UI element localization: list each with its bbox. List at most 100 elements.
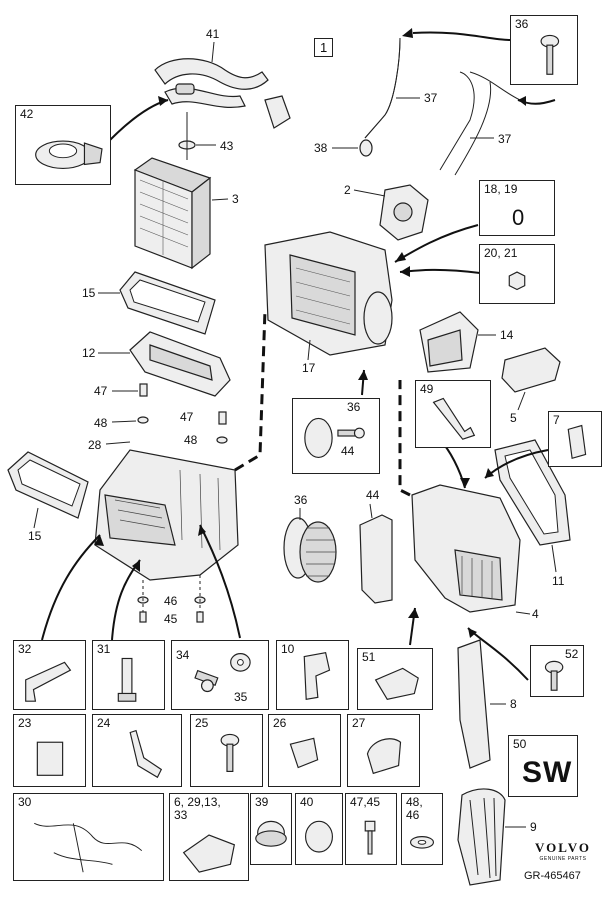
callout-41: 41	[206, 27, 220, 41]
box-30: 30	[13, 793, 164, 881]
box-44-label: 44	[341, 444, 355, 458]
evaporator-housing-17	[264, 231, 393, 356]
washer-48a	[137, 416, 149, 424]
box-51: 51	[357, 648, 433, 710]
box-6-29-13-33-label: 6, 29,13, 33	[174, 795, 221, 822]
box-49-label: 49	[420, 382, 434, 396]
box-31-label: 31	[97, 642, 111, 656]
clip-26-icon	[289, 737, 319, 769]
box-36-44: 36 44	[292, 398, 380, 474]
box-52-label: 52	[565, 647, 579, 661]
box-34-35: 34 35	[171, 640, 269, 710]
assembly-line-b	[398, 380, 411, 497]
clip-23-icon	[36, 741, 64, 776]
callout-43: 43	[220, 139, 234, 153]
box-51-label: 51	[362, 650, 376, 664]
callout-2: 2	[344, 183, 351, 197]
bracket-32-icon	[25, 661, 72, 702]
washer-48b	[216, 436, 228, 444]
box-31: 31	[92, 640, 165, 710]
box-20-21: 20, 21	[479, 244, 555, 304]
callout-12: 12	[82, 346, 96, 360]
box-20-21-label: 20, 21	[484, 246, 518, 260]
screw-52-icon	[544, 660, 564, 691]
box-47-45-label: 47,45	[350, 795, 381, 809]
callout-14: 36	[294, 493, 308, 507]
box-36-top: 36	[510, 15, 578, 85]
box-47-45: 47,45	[345, 793, 397, 865]
control-unit-22	[501, 347, 561, 393]
cover-27-icon	[366, 738, 402, 775]
heater-core-3	[133, 157, 212, 270]
o-ring-38	[359, 139, 373, 157]
box-42: 42	[15, 105, 111, 185]
box-50-value: SW	[522, 756, 573, 789]
blower-housing-5	[359, 514, 393, 604]
box-32-label: 32	[18, 642, 32, 656]
box-25: 25	[190, 714, 263, 787]
lower-housing	[94, 449, 239, 581]
callout-8: 8	[510, 697, 517, 711]
box-39: 39	[250, 793, 292, 865]
box-39-label: 39	[255, 795, 269, 809]
ac-pipes-37	[364, 37, 521, 176]
callout-5: 44	[366, 488, 380, 502]
box-48-46-label: 48, 46	[406, 795, 423, 822]
box-52: 52	[530, 645, 584, 697]
callout-16: 14	[500, 328, 514, 342]
plug-44-icon	[304, 417, 365, 459]
box-36-label: 36	[515, 17, 529, 31]
callout-37a: 37	[424, 91, 438, 105]
callout-38: 38	[314, 141, 328, 155]
callout-17: 17	[302, 361, 316, 375]
callout-46: 46	[164, 594, 178, 608]
box-10-label: 10	[281, 642, 295, 656]
ref-box-1: 1	[314, 38, 334, 57]
box-27-label: 27	[352, 716, 366, 730]
box-42-label: 42	[20, 107, 34, 121]
reference-number: GR-465467	[524, 870, 581, 882]
box-23-label: 23	[18, 716, 32, 730]
callout-3: 3	[232, 192, 239, 206]
box-10: 10	[276, 640, 349, 710]
callout-45: 45	[164, 612, 178, 626]
box-18-19-label: 18, 19	[484, 182, 518, 196]
box-27: 27	[347, 714, 420, 787]
callout-4: 4	[532, 607, 539, 621]
box-50: 50 SW	[508, 735, 578, 797]
blower-motor-14	[283, 517, 337, 583]
box-18-19-value: 0	[512, 205, 525, 230]
grommet-39-icon	[255, 820, 287, 847]
box-18-19: 18, 19 0	[479, 180, 555, 236]
duct-9	[457, 788, 506, 886]
gasket-11	[494, 439, 571, 546]
wiring-harness-30-icon	[34, 822, 143, 873]
actuator-31-icon	[117, 657, 137, 702]
callout-37b: 37	[498, 132, 512, 146]
screw-47-45-icon	[364, 820, 376, 855]
flange-42-icon	[35, 140, 103, 169]
sensor-24-icon	[129, 729, 163, 779]
volvo-logo: VOLVO GENUINE PARTS	[522, 840, 604, 862]
expansion-valve-2	[379, 184, 429, 241]
assembly-line-a	[234, 309, 267, 472]
washer-48-46-icon	[410, 836, 434, 849]
module-16	[419, 311, 479, 373]
box-30-label: 30	[18, 795, 32, 809]
logo-brand: VOLVO	[535, 840, 591, 855]
screw-36-icon	[540, 34, 560, 75]
box-35-label: 35	[234, 690, 248, 704]
box-36-44-label: 36	[347, 400, 361, 414]
hose-assembly-41	[154, 58, 291, 129]
logo-sub: GENUINE PARTS	[539, 856, 587, 862]
box-34-label: 34	[176, 648, 190, 662]
distribution-housing-4	[411, 484, 521, 613]
box-49: 49	[415, 380, 491, 448]
sensor-51-icon	[374, 667, 419, 700]
callout-15b: 15	[28, 529, 42, 543]
housing-cover-12	[129, 331, 231, 397]
bolt-washer-34-35-icon	[194, 653, 251, 693]
box-23: 23	[13, 714, 86, 787]
